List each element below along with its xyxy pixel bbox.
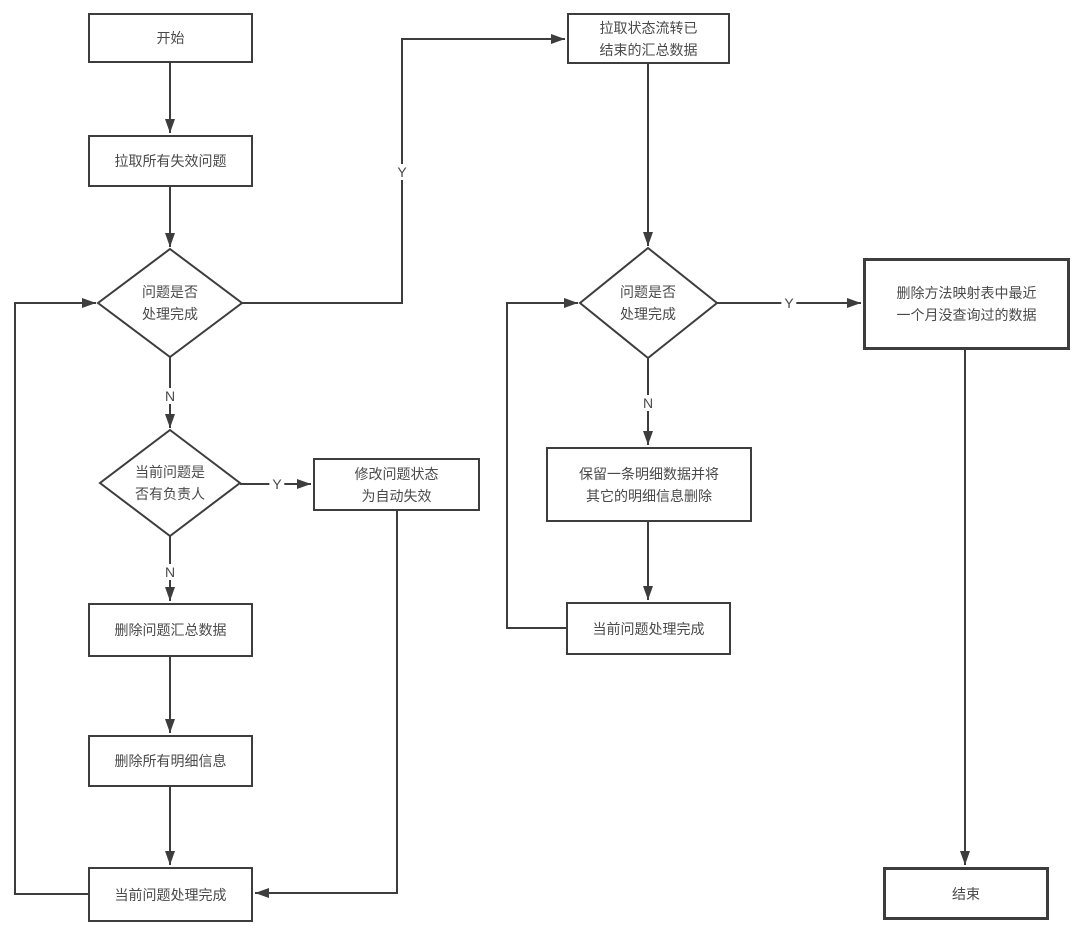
node-modify-status: 修改问题状态 为自动失效	[313, 458, 480, 511]
node-start: 开始	[88, 13, 253, 63]
decision-diamond-issue-processed-1	[96, 247, 244, 359]
branch-label-d2-yes: Y	[269, 476, 285, 492]
decision-label-issue-processed-2: 问题是否 处理完成	[620, 284, 676, 322]
node-current-done-left: 当前问题处理完成	[88, 867, 253, 922]
branch-label-d2-no: N	[161, 564, 179, 580]
branch-label-d3-no: N	[639, 395, 657, 411]
decision-label-issue-processed-1: 问题是否 处理完成	[142, 284, 198, 322]
connector-donemid-loopback	[506, 298, 578, 629]
connector-modify-to-done	[255, 511, 398, 898]
branch-label-d1-no: N	[161, 388, 179, 404]
branch-label-d3-yes: Y	[781, 295, 797, 311]
decision-diamond-issue-processed-2	[578, 246, 719, 360]
connector-doneleft-loopback	[14, 298, 96, 895]
node-delete-mapping: 删除方法映射表中最近 一个月没查询过的数据	[863, 258, 1070, 350]
node-current-done-mid: 当前问题处理完成	[566, 602, 731, 655]
node-end: 结束	[883, 867, 1049, 920]
node-delete-details: 删除所有明细信息	[88, 735, 253, 787]
node-delete-summary: 删除问题汇总数据	[88, 603, 253, 657]
node-pull-ended-summary: 拉取状态流转已 结束的汇总数据	[567, 13, 730, 64]
node-keep-one-detail: 保留一条明细数据并将 其它的明细信息删除	[546, 447, 752, 522]
decision-label-has-owner: 当前问题是 否有负责人	[135, 464, 205, 502]
decision-diamond-has-owner	[98, 428, 242, 538]
branch-label-d1-yes: Y	[394, 164, 410, 180]
node-pull-invalid: 拉取所有失效问题	[88, 135, 253, 187]
